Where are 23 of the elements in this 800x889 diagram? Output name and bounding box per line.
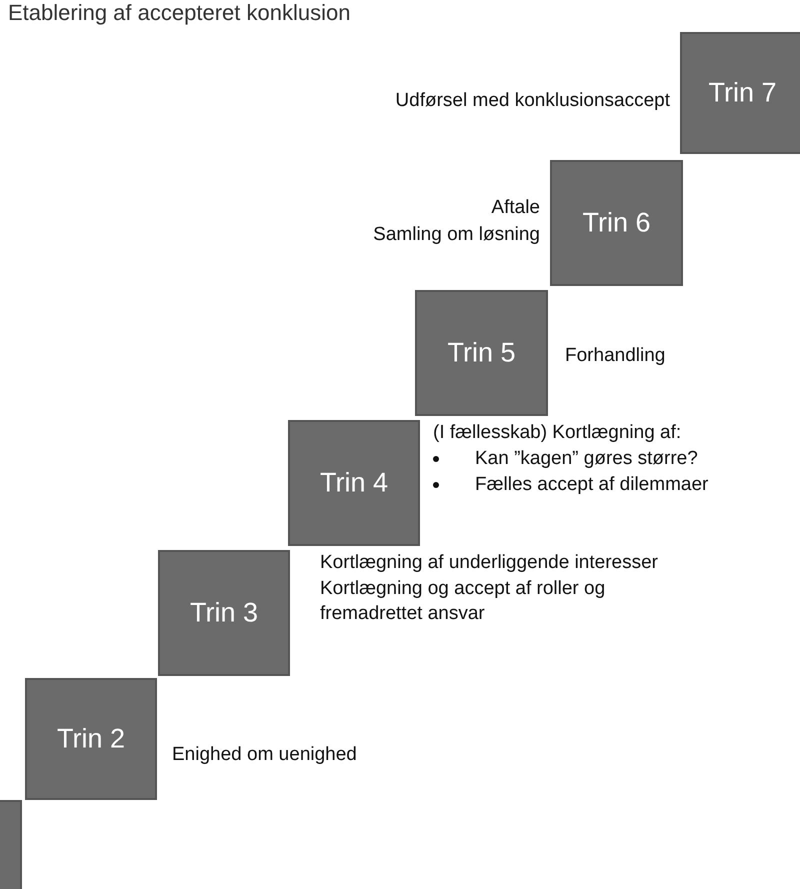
step-description: Forhandling: [565, 344, 666, 368]
step-label: Trin 3: [188, 598, 259, 628]
step-box: [415, 290, 548, 416]
step-label: Trin 7: [707, 78, 778, 108]
slide-title: Etablering af accepteret konklusion: [8, 0, 350, 26]
step-description: Enighed om uenighed: [172, 743, 358, 767]
step-box: [158, 550, 290, 676]
step-description: Kortlægning af underliggende interesser: [320, 551, 659, 575]
step-label: Trin 5: [446, 338, 516, 368]
step-label: Trin 2: [56, 724, 126, 754]
bullet-item-text: Fælles accept af dilemmaer: [475, 473, 710, 497]
step-description: (I fællesskab) Kortlægning af:: [433, 421, 682, 445]
step-box: [288, 420, 420, 546]
step-description: Kortlægning og accept af roller og fremadrettet ansvar: [320, 577, 606, 626]
step-box: [25, 678, 157, 800]
bullet-item-text: Kan ”kagen” gøres større?: [475, 447, 699, 471]
step-box: [680, 32, 800, 154]
step-label: Trin 6: [581, 208, 652, 238]
step-description: Udførsel med konklusionsaccept: [394, 89, 670, 113]
step-description: Aftale: [490, 196, 540, 220]
step-label: Trin 4: [318, 468, 389, 498]
step-description: Samling om løsning: [372, 223, 540, 247]
step-box: [550, 160, 683, 286]
